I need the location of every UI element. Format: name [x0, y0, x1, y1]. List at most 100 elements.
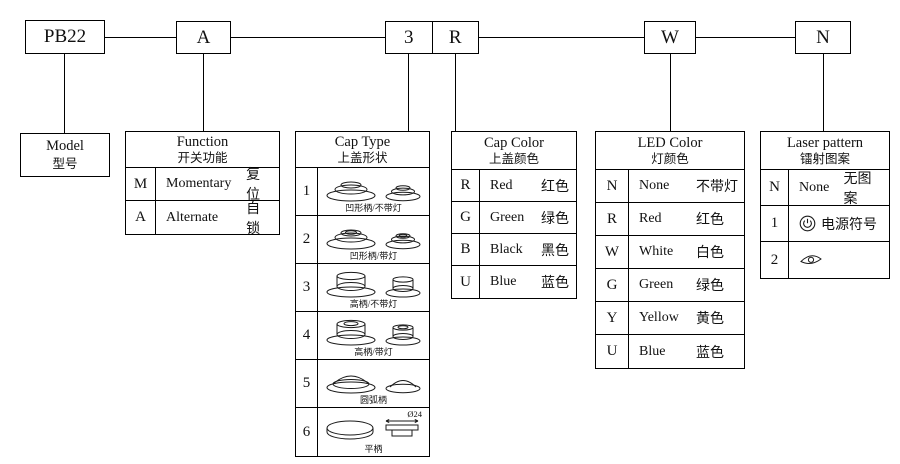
connector-line-cap-color [455, 54, 456, 131]
function-row-desc: Alternate 自锁 [156, 201, 279, 237]
cap-type-caption: 高柄/带灯 [354, 346, 393, 357]
led-color-desc-en: Red [639, 211, 662, 226]
led-color-desc-en: None [639, 178, 670, 193]
cap-type-title-en: Cap Type [334, 133, 391, 150]
cap-type-row-4: 4 高柄/带灯 [296, 312, 429, 360]
model-title-zh: 型号 [52, 157, 78, 172]
eye-icon [800, 255, 822, 264]
cap-type-row-3: 3 高柄/不带灯 [296, 264, 429, 312]
led-color-desc-zh: 白色 [696, 246, 724, 261]
cap-type-row-code: 6 [296, 408, 318, 456]
cap-color-row-code: U [452, 266, 480, 298]
cap-color-title-en: Cap Color [483, 134, 544, 151]
led-color-row-desc: Green 绿色 [629, 269, 744, 301]
cap-type-caption: 平柄 [364, 443, 383, 454]
led-color-row-code: G [596, 269, 629, 301]
cap-type-drawings [325, 362, 422, 394]
cap-color-row-black: B Black 黑色 [452, 234, 576, 266]
cap-type-caption: 圆弧柄 [359, 394, 387, 405]
cap-color-desc-zh: 红色 [541, 179, 569, 195]
laser-pattern-row-code: 1 [761, 206, 789, 241]
led-color-row-desc: Red 红色 [629, 203, 744, 235]
code-box-cap-type-label: 3 [404, 26, 414, 48]
cap-color-table-header: Cap Color 上盖颜色 [452, 132, 576, 170]
model-title-en: Model [46, 138, 84, 155]
cap-type-title-zh: 上盖形状 [337, 150, 388, 165]
cap-type-row-drawing-cell: 圆弧柄 [318, 360, 429, 407]
function-row-momentary: M Momentary 复位 [126, 168, 279, 203]
led-color-desc-en: White [639, 244, 674, 259]
tall-cap-no-led-side-icon [326, 271, 376, 298]
code-box-cap: 3 R [385, 21, 479, 54]
led-color-table-header: LED Color 灯颜色 [596, 132, 744, 170]
code-box-led-color-label: W [661, 26, 679, 48]
cap-type-drawings [325, 218, 422, 250]
led-color-row-desc: White 白色 [629, 236, 744, 268]
laser-pattern-table-header: Laser pattern 镭射图案 [761, 132, 889, 170]
cap-color-desc-en: Green [490, 209, 525, 225]
led-color-row-desc: Yellow 黄色 [629, 302, 744, 334]
function-desc-en: Alternate [166, 209, 219, 225]
cap-color-row-blue: U Blue 蓝色 [452, 266, 576, 298]
concave-cap-led-front-icon [385, 232, 421, 249]
concave-cap-led-side-icon [326, 229, 376, 250]
code-box-cap-color-label: R [431, 22, 479, 53]
function-row-alternate: A Alternate 自锁 [126, 201, 279, 237]
cap-color-row-red: R Red 红色 [452, 170, 576, 202]
function-desc-zh: 自锁 [246, 201, 261, 237]
cap-type-table-header: Cap Type 上盖形状 [296, 132, 429, 168]
cap-type-row-drawing-cell: 高柄/不带灯 [318, 264, 429, 311]
connector-line-cap-type [408, 54, 409, 131]
cap-color-desc-en: Red [490, 177, 513, 193]
function-title-zh: 开关功能 [177, 150, 228, 165]
function-table-header: Function 开关功能 [126, 132, 279, 168]
cap-type-row-code: 5 [296, 360, 318, 407]
laser-pattern-row-desc [789, 242, 889, 278]
cap-color-row-code: B [452, 234, 480, 265]
flat-cap-side-icon [326, 420, 374, 440]
cap-type-row-6: 6 Ø24 平柄 [296, 408, 429, 456]
led-color-row-code: U [596, 335, 629, 368]
function-title-en: Function [176, 133, 229, 150]
laser-pattern-desc-zh: 电源符号 [821, 217, 877, 233]
function-row-code: A [126, 201, 156, 234]
led-color-desc-zh: 不带灯 [696, 180, 738, 195]
led-color-row-code: N [596, 170, 629, 202]
laser-pattern-row-eye: 2 [761, 242, 889, 278]
cap-type-drawings [325, 266, 422, 298]
laser-pattern-title-en: Laser pattern [786, 134, 864, 151]
cap-type-caption: 凹形柄/不带灯 [345, 202, 402, 213]
cap-color-title-zh: 上盖颜色 [488, 151, 539, 166]
connector-line-model [64, 54, 65, 133]
tall-cap-led-side-icon [326, 319, 376, 346]
laser-pattern-row-code: 2 [761, 242, 789, 278]
led-color-title-en: LED Color [637, 134, 703, 151]
led-color-row-green: G Green 绿色 [596, 269, 744, 302]
led-color-row-desc: None 不带灯 [629, 170, 744, 202]
cap-type-row-code: 1 [296, 168, 318, 215]
cap-type-row-1: 1 凹形柄/不带灯 [296, 168, 429, 216]
led-color-row-red: R Red 红色 [596, 203, 744, 236]
cap-color-table: Cap Color 上盖颜色 R Red 红色 G Green 绿色 B Bla… [451, 131, 577, 299]
led-color-row-code: R [596, 203, 629, 235]
round-arc-cap-side-icon [326, 375, 376, 394]
cap-type-row-code: 3 [296, 264, 318, 311]
cap-color-row-code: R [452, 170, 480, 201]
cap-type-row-drawing-cell: 凹形柄/不带灯 [318, 168, 429, 215]
laser-pattern-title-zh: 镭射图案 [799, 151, 850, 166]
laser-pattern-row-code: N [761, 170, 789, 205]
cap-type-row-2: 2 凹形柄/带灯 [296, 216, 429, 264]
cap-type-drawings [325, 314, 422, 346]
diameter-dimension-label: Ø24 [407, 409, 422, 419]
cap-color-desc-zh: 绿色 [541, 211, 569, 227]
cap-type-table: Cap Type 上盖形状 1 凹形柄/不带灯 2 [295, 131, 430, 457]
code-box-function: A [176, 21, 231, 54]
connector-line-led-color [670, 54, 671, 131]
cap-color-desc-en: Blue [490, 274, 517, 289]
cap-color-desc-zh: 蓝色 [541, 276, 569, 291]
cap-color-desc-en: Black [490, 241, 523, 257]
tall-cap-led-front-icon [385, 324, 421, 346]
laser-pattern-row-power: 1 电源符号 [761, 206, 889, 242]
cap-type-caption: 高柄/不带灯 [349, 298, 398, 309]
